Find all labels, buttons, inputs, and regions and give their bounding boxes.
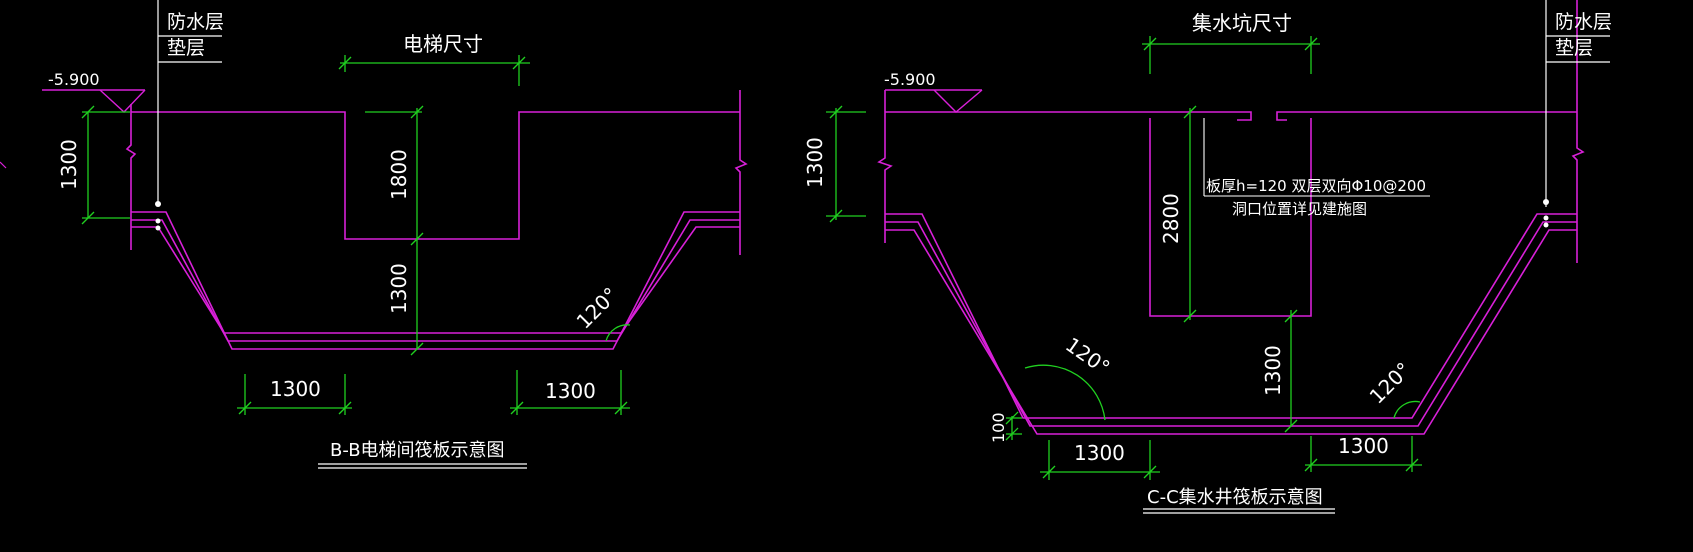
left-dim-1300-inner: 1300 (387, 263, 411, 314)
right-dim-1300-bottom-right: 1300 (1338, 434, 1389, 458)
left-dim-1300-side: 1300 (57, 139, 81, 190)
left-dim-1300-bottom-right: 1300 (545, 379, 596, 403)
right-section-title: C-C集水井筏板示意图 (1147, 487, 1323, 508)
left-layer-waterproof-label: 防水层 (167, 11, 224, 33)
left-dim-1800: 1800 (387, 149, 411, 200)
right-dimensions (826, 36, 1422, 480)
right-angle-label-left: 120° (1061, 332, 1114, 379)
right-leader-dot (1543, 222, 1549, 228)
right-note-line2: 洞口位置详见建施图 (1232, 200, 1367, 218)
right-layer-leader (1545, 0, 1610, 207)
left-elevation-marker (42, 89, 146, 113)
left-layer-cushion-label: 垫层 (167, 37, 205, 59)
right-dim-1300-side: 1300 (803, 137, 827, 188)
left-layer-leader (157, 0, 222, 205)
right-elevation-label: -5.900 (884, 70, 936, 89)
right-leader-dot (1543, 215, 1549, 221)
right-layer-waterproof-label: 防水层 (1555, 11, 1612, 33)
left-leader-dot (155, 225, 161, 231)
left-section-title: B-B电梯间筏板示意图 (330, 440, 505, 461)
left-elevation-label: -5.900 (48, 70, 100, 89)
right-dim-1300-inner: 1300 (1261, 345, 1285, 396)
left-angle-label: 120° (572, 282, 623, 333)
left-dim-elevator-size: 电梯尺寸 (403, 32, 483, 56)
right-elevation-marker (885, 89, 983, 113)
right-dim-100: 100 (989, 412, 1008, 443)
right-section-cc: 防水层 垫层 -5.900 (803, 0, 1612, 514)
left-leader-dot (155, 218, 161, 224)
right-dim-pit-size: 集水坑尺寸 (1192, 11, 1292, 35)
left-section-bb: 防水层 垫层 -5.900 (42, 0, 748, 469)
right-angle-label-right: 120° (1365, 357, 1416, 408)
right-layer-cushion-label: 垫层 (1555, 37, 1593, 59)
right-pit-outline (877, 0, 1585, 435)
right-leader-dot (1543, 199, 1549, 205)
edge-mark (0, 161, 7, 169)
left-dimensions (81, 55, 631, 415)
left-pit-outline (125, 90, 748, 350)
right-note-line1: 板厚h=120 双层双向Φ10@200 (1206, 177, 1426, 195)
left-leader-dot (155, 201, 161, 207)
right-dim-2800: 2800 (1159, 193, 1183, 244)
right-dim-1300-bottom-left: 1300 (1074, 441, 1125, 465)
left-dim-1300-bottom-left: 1300 (270, 377, 321, 401)
